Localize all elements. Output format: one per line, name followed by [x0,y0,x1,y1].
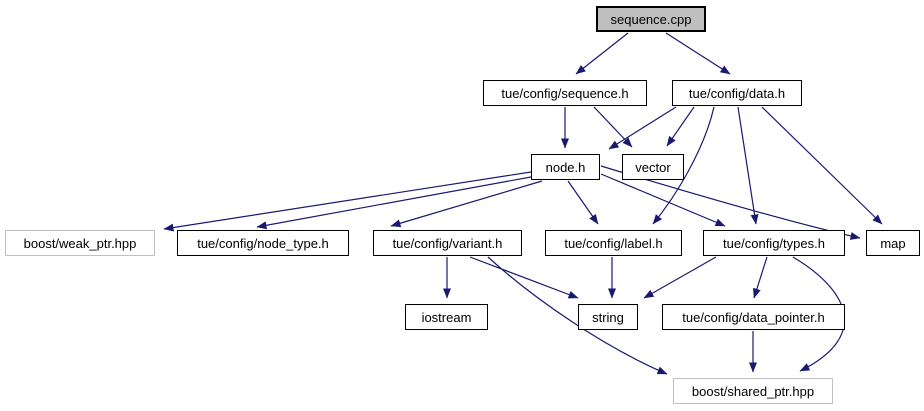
edge-data_h-label_h [652,106,715,225]
graph-node-label: string [592,309,624,325]
graph-node-vector[interactable]: vector [622,154,684,180]
graph-node-map[interactable]: map [866,230,920,256]
graph-node-types-h[interactable]: tue/config/types.h [703,230,845,256]
graph-node-label: tue/config/sequence.h [501,85,629,101]
graph-node-label: vector [635,159,671,175]
edge-data_h-node_h [608,106,677,150]
graph-node-string[interactable]: string [578,304,638,330]
graph-node-iostream[interactable]: iostream [405,304,488,330]
edge-node_h-types_h [600,173,726,227]
graph-node-label: tue/config/types.h [723,235,825,251]
edge-sequence_cpp-sequence_h [575,32,629,75]
graph-node-label: tue/config/data.h [688,85,786,101]
graph-node-label-h[interactable]: tue/config/label.h [545,230,682,256]
edge-node_h-node_type_h [256,176,532,230]
graph-node-label: tue/config/node_type.h [197,235,329,251]
edge-data_h-vector [666,106,695,147]
graph-node-sequence-cpp: sequence.cpp [596,6,706,32]
graph-node-label: boost/shared_ptr.hpp [691,383,815,399]
graph-node-data-pointer-h[interactable]: tue/config/data_pointer.h [662,304,845,330]
edge-node_h-label_h [567,180,599,225]
graph-node-label: sequence.cpp [610,11,692,27]
graph-node-label: iostream [421,309,472,325]
graph-node-label: tue/config/variant.h [392,235,503,251]
edge-sequence_h-vector [593,106,633,148]
edge-variant_h-string [469,256,579,299]
graph-node-label: tue/config/data_pointer.h [682,309,825,325]
graph-node-shared-ptr-hpp: boost/shared_ptr.hpp [673,378,833,404]
edge-data_h-map [761,106,883,225]
graph-node-label: map [880,235,906,251]
edge-variant_h-shared_ptr_hpp [487,256,668,375]
graph-node-node-type-h[interactable]: tue/config/node_type.h [177,230,349,256]
edge-types_h-string [643,256,717,299]
graph-node-label: node.h [545,159,586,175]
edge-sequence_cpp-data_h [665,32,731,75]
edge-node_h-variant_h [390,180,543,228]
graph-node-node-h[interactable]: node.h [531,154,600,180]
edge-types_h-data_pointer_h [753,256,768,299]
edge-data_h-types_h [737,106,759,225]
graph-node-data-h[interactable]: tue/config/data.h [672,80,802,106]
graph-node-sequence-h[interactable]: tue/config/sequence.h [483,80,647,106]
graph-node-variant-h[interactable]: tue/config/variant.h [373,230,522,256]
graph-node-weak-ptr-hpp: boost/weak_ptr.hpp [5,230,155,256]
edge-node_h-weak_ptr_hpp [163,171,532,232]
graph-node-label: tue/config/label.h [564,235,663,251]
graph-node-label: boost/weak_ptr.hpp [23,235,137,251]
